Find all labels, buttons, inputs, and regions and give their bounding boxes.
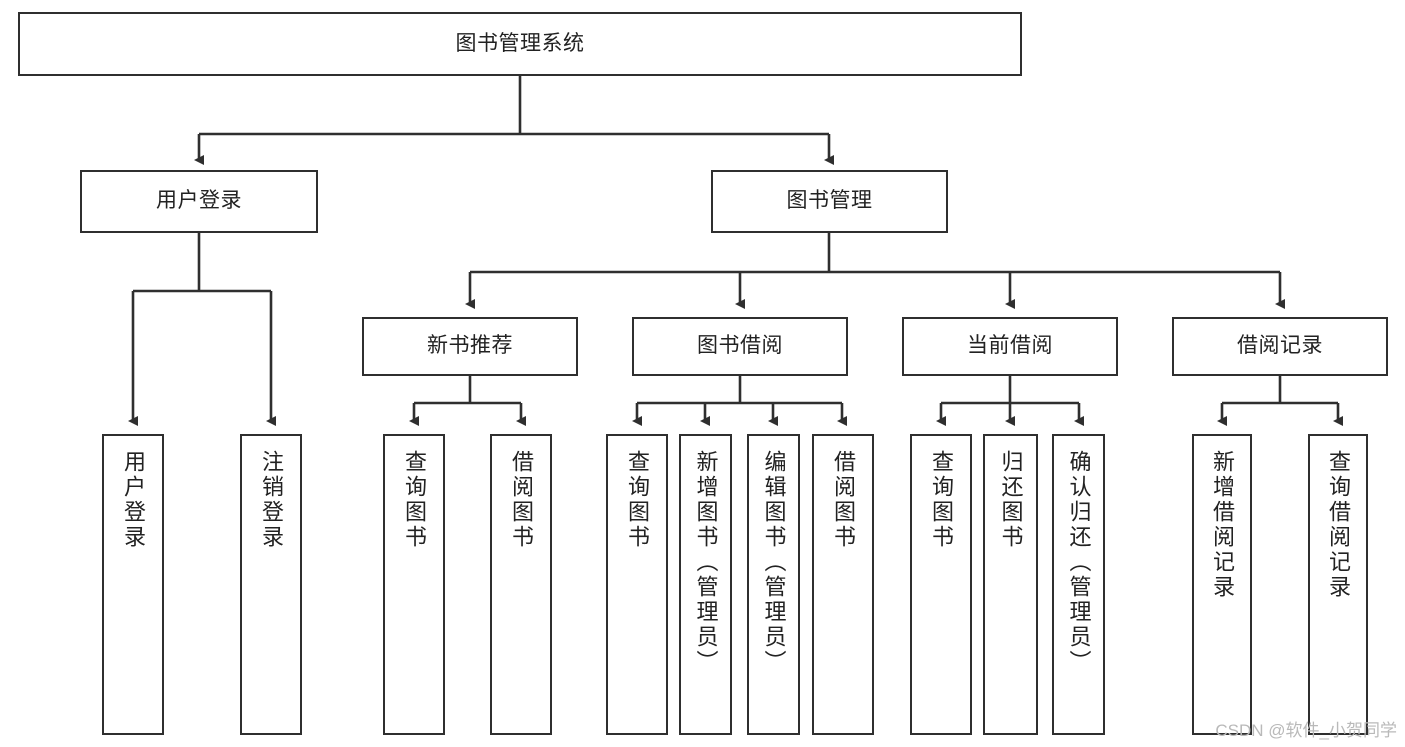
node-root-label: 图书管理系统 <box>455 31 585 55</box>
node-leaf-add-record-label: 新增借阅记录 <box>1210 450 1235 600</box>
connectors-borrow <box>632 376 847 426</box>
node-leaf-query-book-2-label: 查询图书 <box>625 450 650 550</box>
node-leaf-add-book-label: 新增图书（管理员） <box>693 450 719 675</box>
node-leaf-query-book-1-label: 查询图书 <box>402 450 427 550</box>
connectors-record <box>1217 376 1343 426</box>
node-leaf-user-logout-label: 注销登录 <box>259 450 284 550</box>
node-leaf-query-book-2[interactable]: 查询图书 <box>606 434 668 735</box>
node-new-book-recommend[interactable]: 新书推荐 <box>362 317 578 376</box>
node-leaf-user-login-label: 用户登录 <box>121 450 146 550</box>
node-book-management-label: 图书管理 <box>786 189 873 213</box>
node-book-borrow[interactable]: 图书借阅 <box>632 317 848 376</box>
watermark-text: CSDN @软件_小贺同学 <box>1215 721 1397 740</box>
node-leaf-return-book[interactable]: 归还图书 <box>983 434 1038 735</box>
node-book-borrow-label: 图书借阅 <box>697 334 783 358</box>
node-leaf-borrow-book-2-label: 借阅图书 <box>831 450 856 550</box>
node-book-management[interactable]: 图书管理 <box>711 170 948 233</box>
node-borrow-record-label: 借阅记录 <box>1237 334 1323 358</box>
node-leaf-borrow-book-1-label: 借阅图书 <box>509 450 534 550</box>
node-leaf-confirm-return[interactable]: 确认归还（管理员） <box>1052 434 1105 735</box>
connectors-login <box>128 233 276 426</box>
connectors-current <box>936 376 1084 426</box>
node-leaf-user-login[interactable]: 用户登录 <box>102 434 164 735</box>
node-leaf-query-record-label: 查询借阅记录 <box>1326 450 1351 600</box>
node-borrow-record[interactable]: 借阅记录 <box>1172 317 1388 376</box>
node-leaf-user-logout[interactable]: 注销登录 <box>240 434 302 735</box>
node-leaf-confirm-return-label: 确认归还（管理员） <box>1066 450 1092 675</box>
node-user-login-label: 用户登录 <box>156 189 242 213</box>
connectors-bookmgmt <box>465 233 1285 309</box>
node-leaf-borrow-book-2[interactable]: 借阅图书 <box>812 434 874 735</box>
node-leaf-add-book[interactable]: 新增图书（管理员） <box>679 434 732 735</box>
node-user-login[interactable]: 用户登录 <box>80 170 318 233</box>
node-current-borrow[interactable]: 当前借阅 <box>902 317 1118 376</box>
node-leaf-add-record[interactable]: 新增借阅记录 <box>1192 434 1252 735</box>
node-leaf-borrow-book-1[interactable]: 借阅图书 <box>490 434 552 735</box>
node-current-borrow-label: 当前借阅 <box>967 334 1053 358</box>
connectors-newbook <box>409 376 526 426</box>
node-leaf-query-book-3[interactable]: 查询图书 <box>910 434 972 735</box>
node-root[interactable]: 图书管理系统 <box>18 12 1022 76</box>
node-leaf-return-book-label: 归还图书 <box>998 450 1024 550</box>
connectors-root <box>194 76 834 165</box>
node-leaf-edit-book[interactable]: 编辑图书（管理员） <box>747 434 800 735</box>
node-leaf-query-record[interactable]: 查询借阅记录 <box>1308 434 1368 735</box>
node-leaf-query-book-1[interactable]: 查询图书 <box>383 434 445 735</box>
node-leaf-edit-book-label: 编辑图书（管理员） <box>761 450 787 675</box>
node-new-book-recommend-label: 新书推荐 <box>427 334 513 358</box>
node-leaf-query-book-3-label: 查询图书 <box>929 450 954 550</box>
